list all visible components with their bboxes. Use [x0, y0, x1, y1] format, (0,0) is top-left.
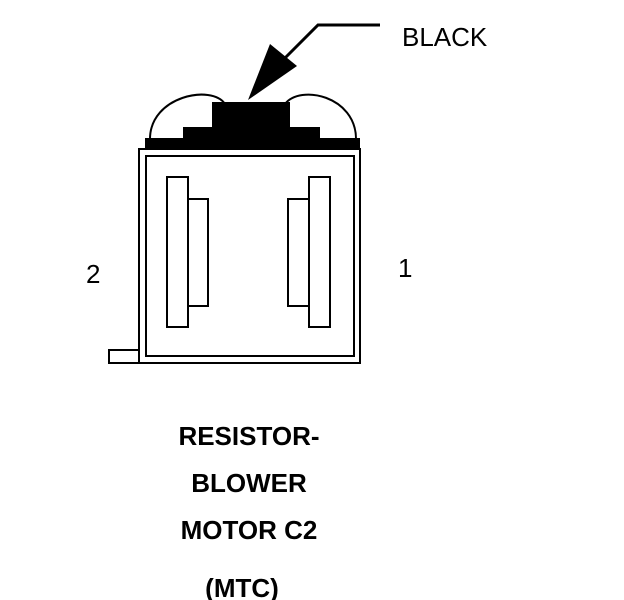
latch-left-step	[183, 127, 215, 140]
latch-center-block	[212, 102, 290, 140]
callout-leader-line	[283, 23, 380, 60]
left-hump	[149, 93, 226, 140]
connector-housing	[108, 148, 361, 364]
connector-caption: RESISTOR- BLOWER MOTOR C2 (MTC)	[178, 421, 319, 600]
latch-right-step	[288, 127, 320, 140]
terminal-cavity-pin-2	[166, 176, 209, 328]
caption-line-4: (MTC)	[205, 573, 279, 600]
terminal-cavity-pin-1	[287, 176, 331, 328]
callout-arrowhead	[248, 44, 297, 100]
pin-2-blade	[187, 198, 209, 307]
latch-band	[145, 138, 360, 149]
pin-1-blade	[287, 198, 310, 307]
connector-latch	[145, 102, 360, 149]
housing-outer	[138, 148, 361, 364]
right-hump	[284, 93, 357, 140]
caption-line-2: BLOWER	[191, 468, 307, 498]
pin-label-right: 1	[398, 253, 412, 283]
callout-color-label: BLACK	[402, 22, 488, 52]
housing-foot-tab	[108, 349, 140, 364]
caption-line-1: RESISTOR-	[178, 421, 319, 451]
callout-leader	[248, 23, 380, 100]
pin-1-outer-slot	[308, 176, 331, 328]
connector-top-humps	[149, 93, 357, 140]
caption-line-3: MOTOR C2	[181, 515, 318, 545]
housing-inner	[145, 155, 355, 357]
pin-label-left: 2	[86, 259, 100, 289]
pin-2-outer-slot	[166, 176, 189, 328]
